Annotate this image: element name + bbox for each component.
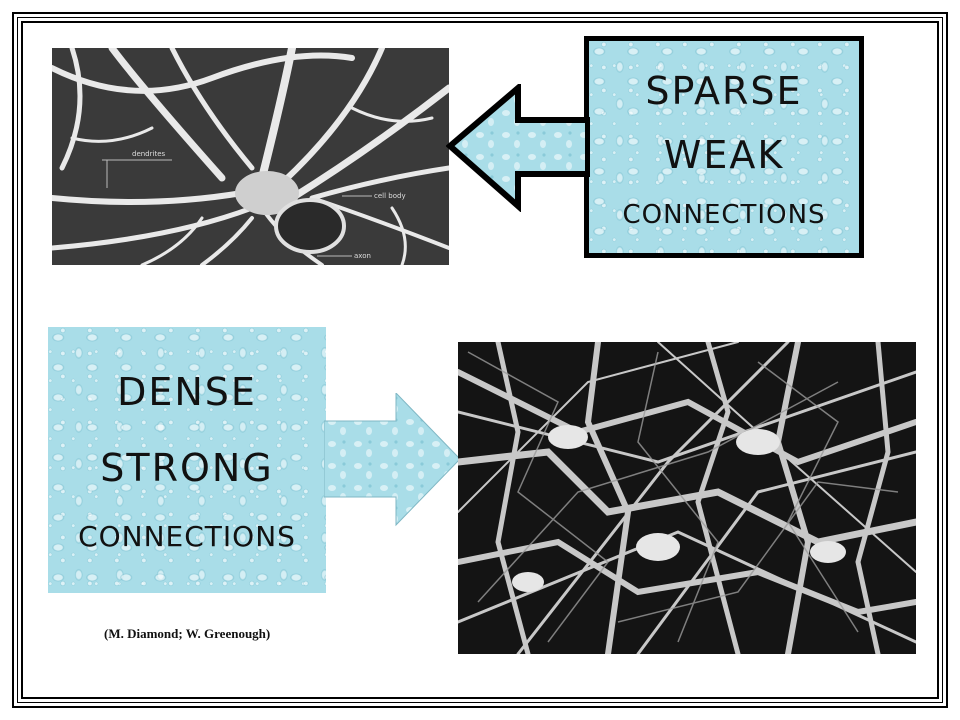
citation-text: (M. Diamond; W. Greenough) (104, 626, 271, 641)
slide-frame-middle (17, 17, 943, 703)
panel-word-sparse: SPARSE (645, 69, 803, 113)
label-dendrites: dendrites (132, 150, 166, 158)
slide-frame-outer (12, 12, 948, 708)
dense-strong-panel: DENSE STRONG CONNECTIONS (48, 327, 326, 593)
label-axon: axon (354, 252, 371, 260)
left-arrow-icon (446, 84, 590, 212)
panel-word-weak: WEAK (663, 133, 785, 177)
slide-frame-inner (21, 21, 939, 699)
right-arrow-icon (324, 393, 461, 527)
dense-neuron-image (458, 342, 916, 654)
sparse-weak-panel: SPARSE WEAK CONNECTIONS (584, 36, 864, 258)
panel-word-strong: STRONG (100, 446, 274, 490)
panel-word-dense: DENSE (117, 370, 257, 414)
sparse-neuron-image: dendrites cell body axon (52, 48, 449, 265)
panel-word-connections: CONNECTIONS (78, 520, 296, 553)
label-cell-body: cell body (374, 192, 406, 200)
panel-word-connections: CONNECTIONS (622, 200, 826, 230)
